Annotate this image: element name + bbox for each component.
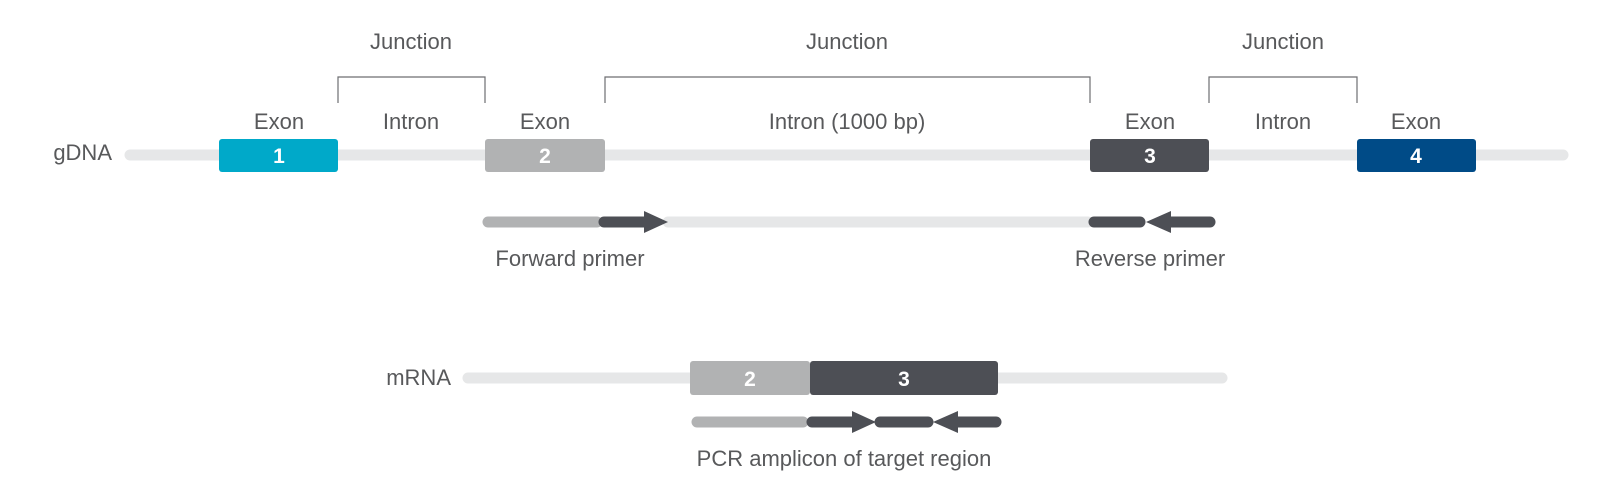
intron-1-caption: Intron	[383, 109, 439, 134]
forward-primer-label: Forward primer	[495, 246, 644, 271]
junction-bracket-3	[1208, 76, 1358, 103]
amplicon-reverse-arrowhead	[933, 411, 958, 433]
exon-1-box	[219, 139, 338, 172]
mrna-exon-2-number: 2	[744, 368, 756, 391]
exon-1-number: 1	[273, 145, 285, 168]
mrna-exon-3-box	[810, 361, 998, 395]
amplicon-forward-arrowhead	[852, 411, 876, 433]
mrna-exon-2-box	[690, 361, 810, 395]
junction-bracket-2	[604, 76, 1091, 103]
exon-2-box	[485, 139, 605, 172]
reverse-primer-arrowhead	[1146, 211, 1171, 233]
amplicon-label: PCR amplicon of target region	[697, 446, 992, 471]
intron-3-caption: Intron	[1255, 109, 1311, 134]
exon-4-caption: Exon	[1391, 109, 1441, 134]
exon-1-caption: Exon	[254, 109, 304, 134]
junction-label-2: Junction	[806, 29, 888, 54]
exon-3-caption: Exon	[1125, 109, 1175, 134]
mrna-label: mRNA	[386, 365, 451, 390]
gdna-label: gDNA	[53, 140, 112, 165]
junction-label-3: Junction	[1242, 29, 1324, 54]
junction-bracket-1	[337, 76, 486, 103]
forward-primer-arrowhead	[644, 211, 668, 233]
exon-2-number: 2	[539, 145, 551, 168]
exon-4-box	[1357, 139, 1476, 172]
intron-2-caption: Intron (1000 bp)	[769, 109, 926, 134]
exon-3-box	[1090, 139, 1209, 172]
exon-2-caption: Exon	[520, 109, 570, 134]
reverse-primer-label: Reverse primer	[1075, 246, 1225, 271]
mrna-exon-3-number: 3	[898, 368, 910, 391]
junction-label-1: Junction	[370, 29, 452, 54]
exon-3-number: 3	[1144, 145, 1156, 168]
exon-4-number: 4	[1410, 145, 1422, 168]
